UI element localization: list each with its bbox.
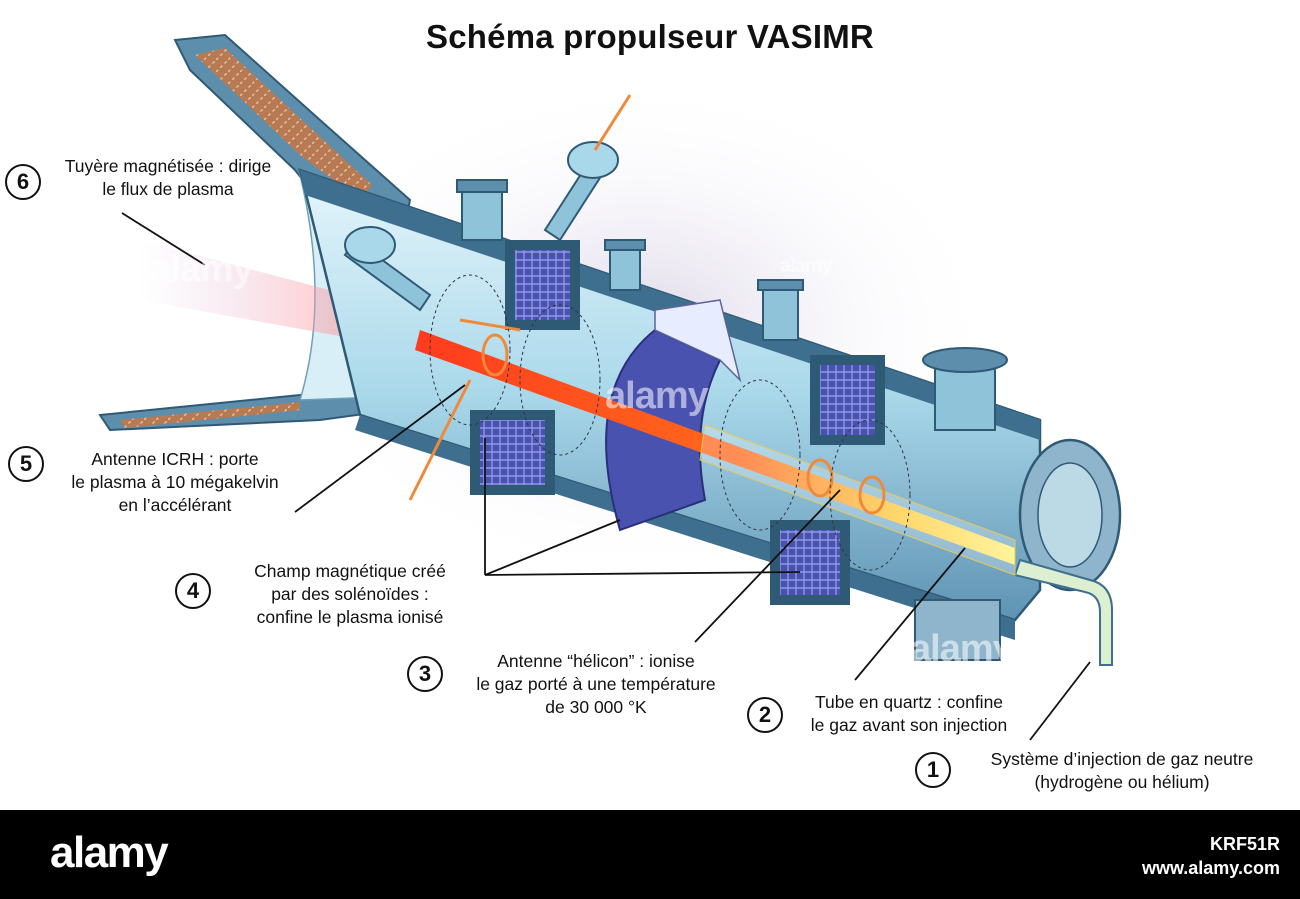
callout-4-line-1: Champ magnétique créé xyxy=(254,561,446,581)
footer-logo: alamy xyxy=(50,828,169,877)
diagram-title: Schéma propulseur VASIMR xyxy=(426,18,874,55)
callout-2-line-1: Tube en quartz : confine xyxy=(814,692,1004,712)
image-id: KRF51R xyxy=(1209,834,1280,854)
callout-number-2: 2 xyxy=(747,697,783,733)
diagram-canvas: alamy alamy alamy alamy Schéma propulseu… xyxy=(5,18,1286,794)
callout-5-line-3: en l’accélérant xyxy=(118,495,232,515)
callout-label-3: Antenne “hélicon” : ionise le gaz porté … xyxy=(446,650,746,719)
callout-number-5: 5 xyxy=(8,446,44,482)
callout-4-line-3: confine le plasma ionisé xyxy=(256,607,444,627)
watermark-3: alamy xyxy=(910,628,1014,670)
central-magnet-top xyxy=(654,299,742,383)
callout-4-line-2: par des solénoïdes : xyxy=(271,584,429,604)
callout-2-line-2: le gaz avant son injection xyxy=(810,715,1008,735)
quartz-tube xyxy=(699,424,1016,576)
callout-number-1: 1 xyxy=(915,752,951,788)
site-url: www.alamy.com xyxy=(1141,858,1280,878)
callout-3-line-2: le gaz porté à une température xyxy=(476,674,716,694)
callout-6-line-1: Tuyère magnétisée : dirige xyxy=(64,156,272,176)
injection-pipe xyxy=(1013,558,1113,666)
callout-5-line-1: Antenne ICRH : porte xyxy=(91,449,259,469)
callout-3-line-1: Antenne “hélicon” : ionise xyxy=(497,651,695,671)
watermark-2: alamy xyxy=(605,375,709,417)
watermark-1: alamy xyxy=(150,248,254,290)
callout-label-6: Tuyère magnétisée : dirige le flux de pl… xyxy=(42,155,294,201)
callout-label-4: Champ magnétique créé par des solénoïdes… xyxy=(220,560,480,629)
feed-wire-top xyxy=(593,94,632,151)
rear-flange xyxy=(914,438,1122,661)
nozzle-upper-liner xyxy=(195,48,372,200)
field-rings xyxy=(429,274,911,571)
footer-info: KRF51R www.alamy.com xyxy=(1142,832,1280,880)
nozzle-lower-liner xyxy=(120,402,300,428)
callout-label-5: Antenne ICRH : porte le plasma à 10 méga… xyxy=(40,448,310,517)
callout-6-line-2: le flux de plasma xyxy=(102,179,234,199)
callout-number-4: 4 xyxy=(175,573,211,609)
callout-number-3: 3 xyxy=(407,656,443,692)
callout-1-line-1: Système d’injection de gaz neutre xyxy=(990,749,1254,769)
callout-number-6: 6 xyxy=(5,164,41,200)
stock-footer: alamy KRF51R www.alamy.com xyxy=(0,810,1300,899)
callout-5-line-2: le plasma à 10 mégakelvin xyxy=(71,472,279,492)
top-ports xyxy=(343,141,1008,431)
callout-label-1: Système d’injection de gaz neutre (hydro… xyxy=(958,748,1286,794)
callout-label-2: Tube en quartz : confine le gaz avant so… xyxy=(786,691,1032,737)
callout-3-line-3: de 30 000 °K xyxy=(545,697,647,717)
callout-1-line-2: (hydrogène ou hélium) xyxy=(1034,772,1210,792)
vasimr-illustration xyxy=(98,33,1122,741)
watermark-4: alamy xyxy=(780,255,833,277)
solenoid-boxes xyxy=(470,240,885,605)
plasma-beam xyxy=(415,330,1015,565)
antenna-coils xyxy=(408,318,886,515)
leader-lines xyxy=(121,212,1091,741)
